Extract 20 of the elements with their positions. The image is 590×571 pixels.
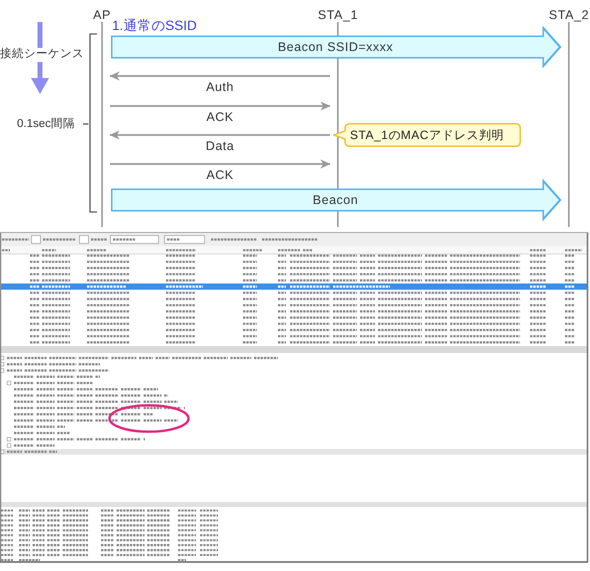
callout-text: STA_1のMACアドレス判明 [350,129,504,141]
edge-label: Beacon SSID=xxxx [276,40,396,54]
message-arrow [110,160,330,168]
edge-label: Data [204,138,236,154]
callout [333,123,521,147]
block-arrow [111,178,562,222]
participant-label: STA_1 [318,9,358,22]
message-arrow [110,72,330,80]
side-label: 0.1sec間隔 [17,118,75,132]
participant-label: STA_2 [548,9,590,22]
edge-label: ACK [204,168,236,182]
edge-label: ACK [204,110,236,124]
edge-label: Beacon [310,192,360,208]
participant-label: AP [93,9,111,22]
edge-label: Auth [204,80,236,94]
section-heading: 1.通常のSSID [112,19,197,32]
side-label: 接続シーケンス [0,48,84,62]
message-arrow [110,102,330,110]
message-arrow [110,130,330,140]
block-arrow [111,26,562,68]
